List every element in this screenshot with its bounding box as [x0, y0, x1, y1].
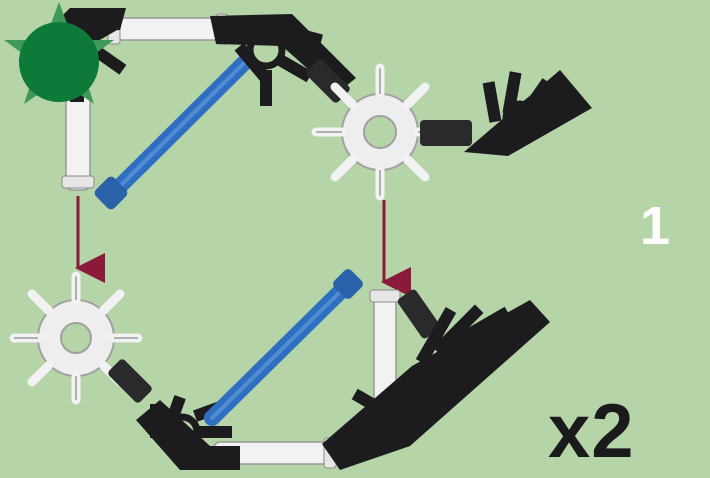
white-rod-top-icon	[108, 14, 228, 44]
black-connector-top-right-icon	[420, 70, 592, 156]
black-connector-bottom-right-icon	[322, 288, 550, 470]
step-number: 1	[612, 195, 698, 257]
step-badge-icon	[0, 0, 118, 118]
quantity-label: x2	[548, 392, 635, 472]
blue-rod-bottom-icon	[212, 267, 365, 418]
